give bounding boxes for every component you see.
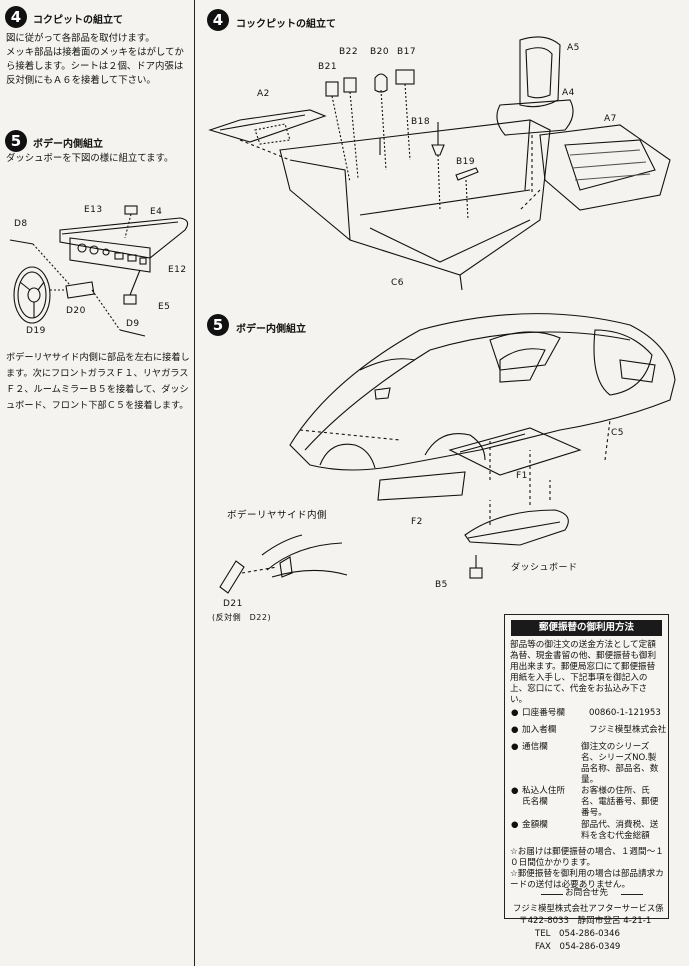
row-value-message: 御注文のシリーズ名、シリーズNO.製品名称、部品名、数量。 [581,742,659,785]
label-b22: B22 [339,47,359,57]
postal-transfer-box: 郵便振替の御利用方法 部品等の御注文の送金方法として定額為替、現金書留の他、郵便… [504,614,669,919]
label-d20: D20 [66,306,86,316]
row-label-account: 口座番号欄 [522,708,565,718]
label-b20: B20 [370,47,390,57]
company-tel: TEL 054-286-0346 [535,929,620,939]
label-e13: E13 [84,205,103,215]
label-d19: D19 [26,326,46,336]
label-b21: B21 [318,62,338,72]
body-assembly-diagram [289,313,676,579]
label-b5: B5 [435,580,448,590]
card-note: ☆郵便振替を御利用の場合は部品請求カードの送付は必要ありません。 [510,869,664,890]
label-f2: F2 [411,517,423,527]
row-value-amount: 部品代、消費税、送料を含む代金総額 [581,820,659,841]
label-c6: C6 [391,278,405,288]
row-label-payer: 私込人住所 氏名欄 [522,786,565,807]
label-d9: D9 [126,319,140,329]
cockpit-assembly-diagram [208,36,671,291]
step-5-instructions: ダッシュボーを下図の様に組立てます。 [6,153,174,164]
postal-intro: 部品等の御注文の送金方法として定額為替、現金書留の他、郵便振替も御利用出来ます。… [510,640,657,705]
bullet-icon: ● [511,742,519,752]
label-d22: (反対側 D22) [212,613,272,622]
column-divider [194,0,195,966]
cockpit-step-title: コックピットの組立て [236,19,336,30]
label-d21: D21 [223,599,243,609]
body-inner-note: ボデーリヤサイド内側に部品を左右に接着します。次にフロントガラスＦ１、リヤガラス… [6,352,190,411]
body-step-number: 5 [207,314,229,336]
label-b18: B18 [411,117,431,127]
label-a4: A4 [562,88,575,98]
row-label-message: 通信欄 [522,742,548,752]
rear-side-inset-diagram [219,534,348,594]
label-a7: A7 [604,114,617,124]
label-e5: E5 [158,302,171,312]
step-5-title: ボデー内側組立 [33,139,103,150]
delivery-note: ☆お届けは郵便振替の場合、１週間～１０日間位かかります。 [510,847,664,868]
row-label-amount: 金額欄 [522,820,548,830]
bullet-icon: ● [511,820,519,830]
inset-title: ボデーリヤサイド内側 [227,510,328,521]
label-c5: C5 [611,428,625,438]
row-label-subscriber: 加入者欄 [522,725,557,735]
step-5-number: 5 [5,130,27,152]
bullet-icon: ● [511,725,519,735]
step-4-instructions: 図に従がって各部品を取付けます。 メッキ部品は接着面のメッキをはがしてから接着し… [6,33,184,86]
label-f1: F1 [516,471,528,481]
label-d8: D8 [14,219,28,229]
contact-divider-left [541,894,563,895]
step-4-title: コクピットの組立て [33,15,123,26]
row-value-subscriber: フジミ模型株式会社 [589,725,667,735]
label-e4: E4 [150,207,163,217]
row-value-payer: お客様の住所、氏名、電話番号、郵便番号。 [581,786,659,818]
bullet-icon: ● [511,708,519,718]
company-address: 〒422-8033 静岡市登呂 4-21-1 [519,916,652,926]
step-4-number: 4 [5,6,27,28]
postal-transfer-header: 郵便振替の御利用方法 [511,620,662,636]
label-b19: B19 [456,157,476,167]
dashboard-parts-diagram [9,205,189,337]
label-dashboard: ダッシュボード [511,563,578,573]
contact-title: お問合せ先 [565,888,608,898]
company-fax: FAX 054-286-0349 [535,942,621,952]
row-value-account: 00860-1-121953 [589,708,661,718]
body-step-title: ボデー内側組立 [236,324,306,335]
bullet-icon: ● [511,786,519,796]
label-b17: B17 [397,47,417,57]
company-name: フジミ模型株式会社アフターサービス係 [513,903,664,913]
label-a2: A2 [257,89,270,99]
cockpit-step-number: 4 [207,9,229,31]
label-e12: E12 [168,265,187,275]
contact-divider-right [621,894,643,895]
label-a5: A5 [567,43,580,53]
